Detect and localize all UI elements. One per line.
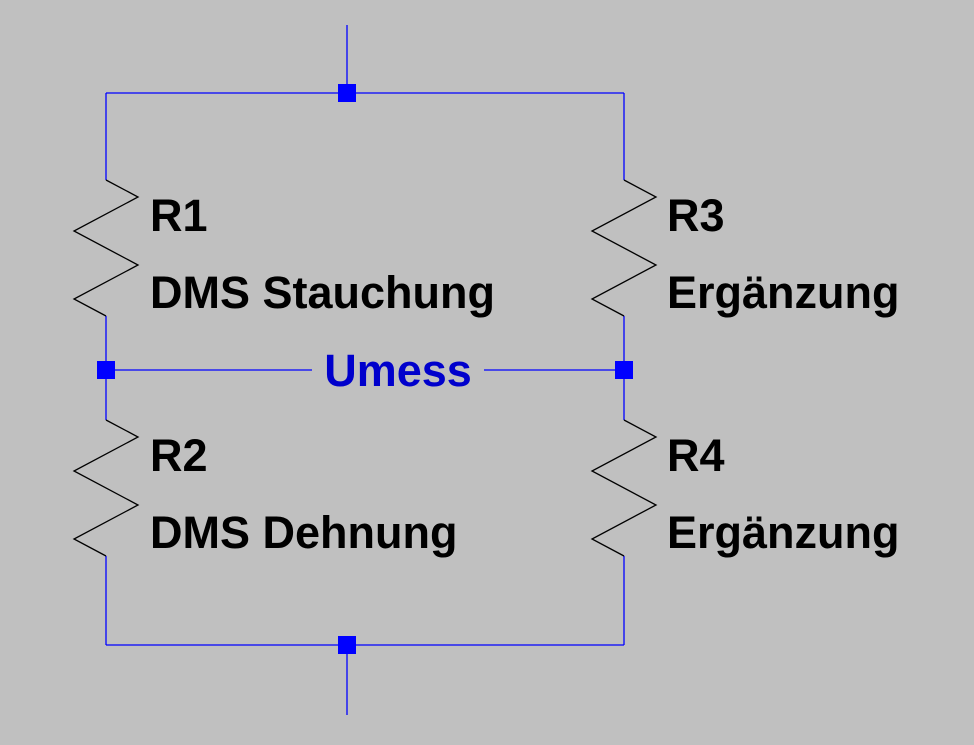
r2-value: DMS Dehnung [150,507,457,558]
resistor-r4 [590,419,658,557]
net-label-umess: Umess [324,345,472,396]
node-bottom [338,636,356,654]
node-right [615,361,633,379]
wires [105,25,625,715]
component-labels: R1 DMS Stauchung R2 DMS Dehnung R3 Ergän… [150,190,900,558]
resistor-r2 [72,419,140,557]
r4-name: R4 [667,430,725,481]
r4-value: Ergänzung [667,507,900,558]
r1-value: DMS Stauchung [150,267,495,318]
resistor-r3 [590,179,658,317]
r3-value: Ergänzung [667,267,900,318]
resistors [72,179,658,557]
junction-nodes [97,84,633,654]
node-left [97,361,115,379]
resistor-r1 [72,179,140,317]
r1-name: R1 [150,190,208,241]
r2-name: R2 [150,430,208,481]
r3-name: R3 [667,190,725,241]
node-top [338,84,356,102]
